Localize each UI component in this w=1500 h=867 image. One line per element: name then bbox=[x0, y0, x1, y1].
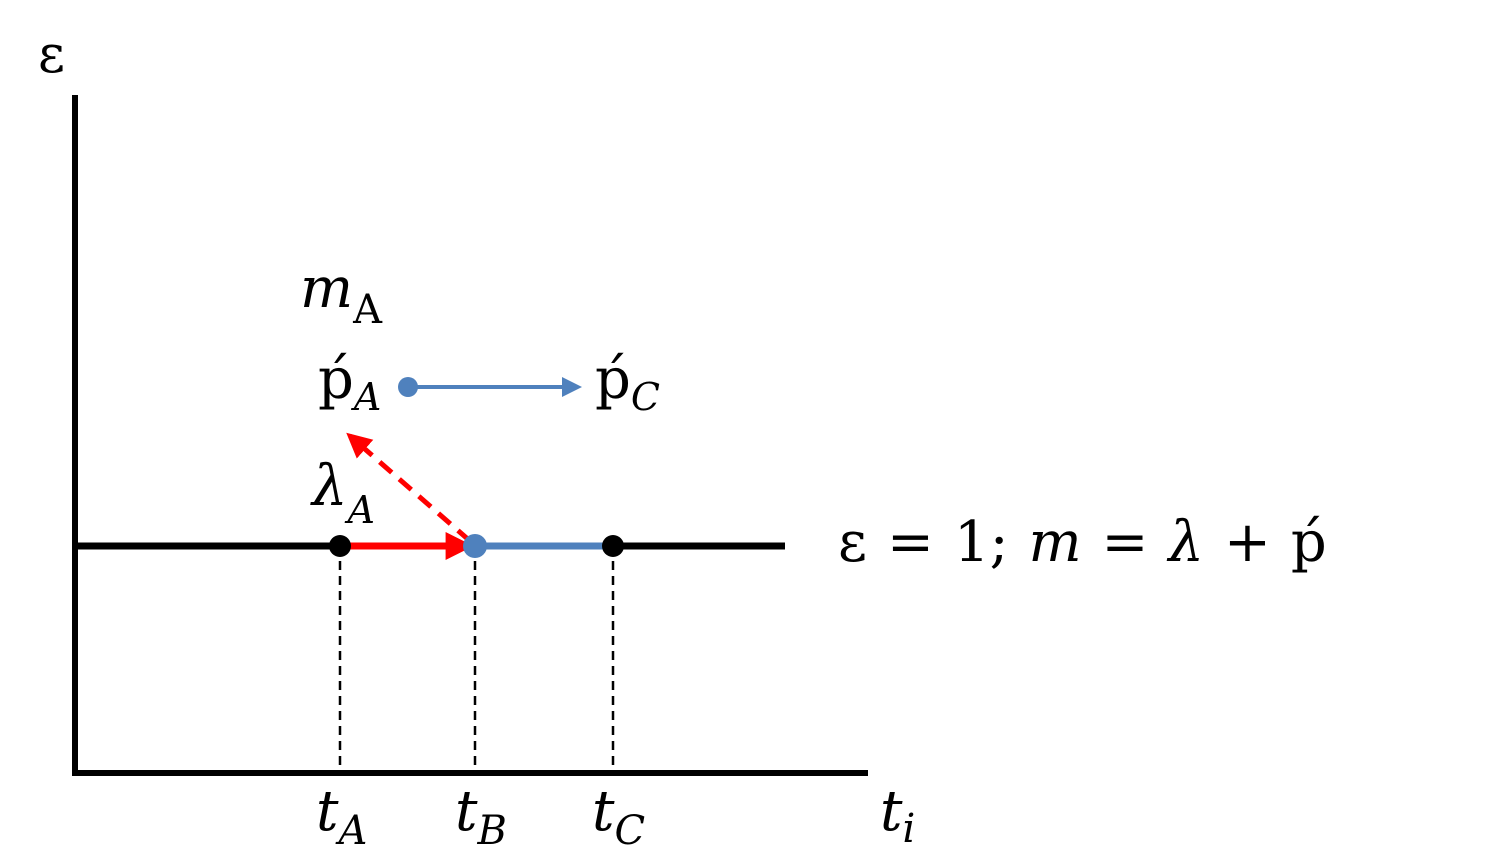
tick-label-tC: tC bbox=[592, 779, 645, 854]
label-p-C: ṕC bbox=[595, 347, 660, 419]
tick-label-tB: tB bbox=[455, 779, 507, 854]
point-tA bbox=[329, 535, 351, 557]
label-p-A: ṕA bbox=[318, 347, 381, 419]
point-tB bbox=[463, 534, 487, 558]
tick-label-tA: tA bbox=[316, 779, 367, 854]
point-pA bbox=[398, 377, 418, 397]
label-m-A: mA bbox=[300, 256, 383, 333]
x-axis-label: ti bbox=[880, 779, 915, 852]
point-tC bbox=[602, 535, 624, 557]
y-axis-label: ε bbox=[38, 25, 65, 85]
label-lambda-A: λA bbox=[310, 454, 375, 532]
red-dashed-arrow bbox=[346, 432, 472, 543]
equation-label: ε=1;m=λ+ṕ bbox=[838, 510, 1327, 575]
